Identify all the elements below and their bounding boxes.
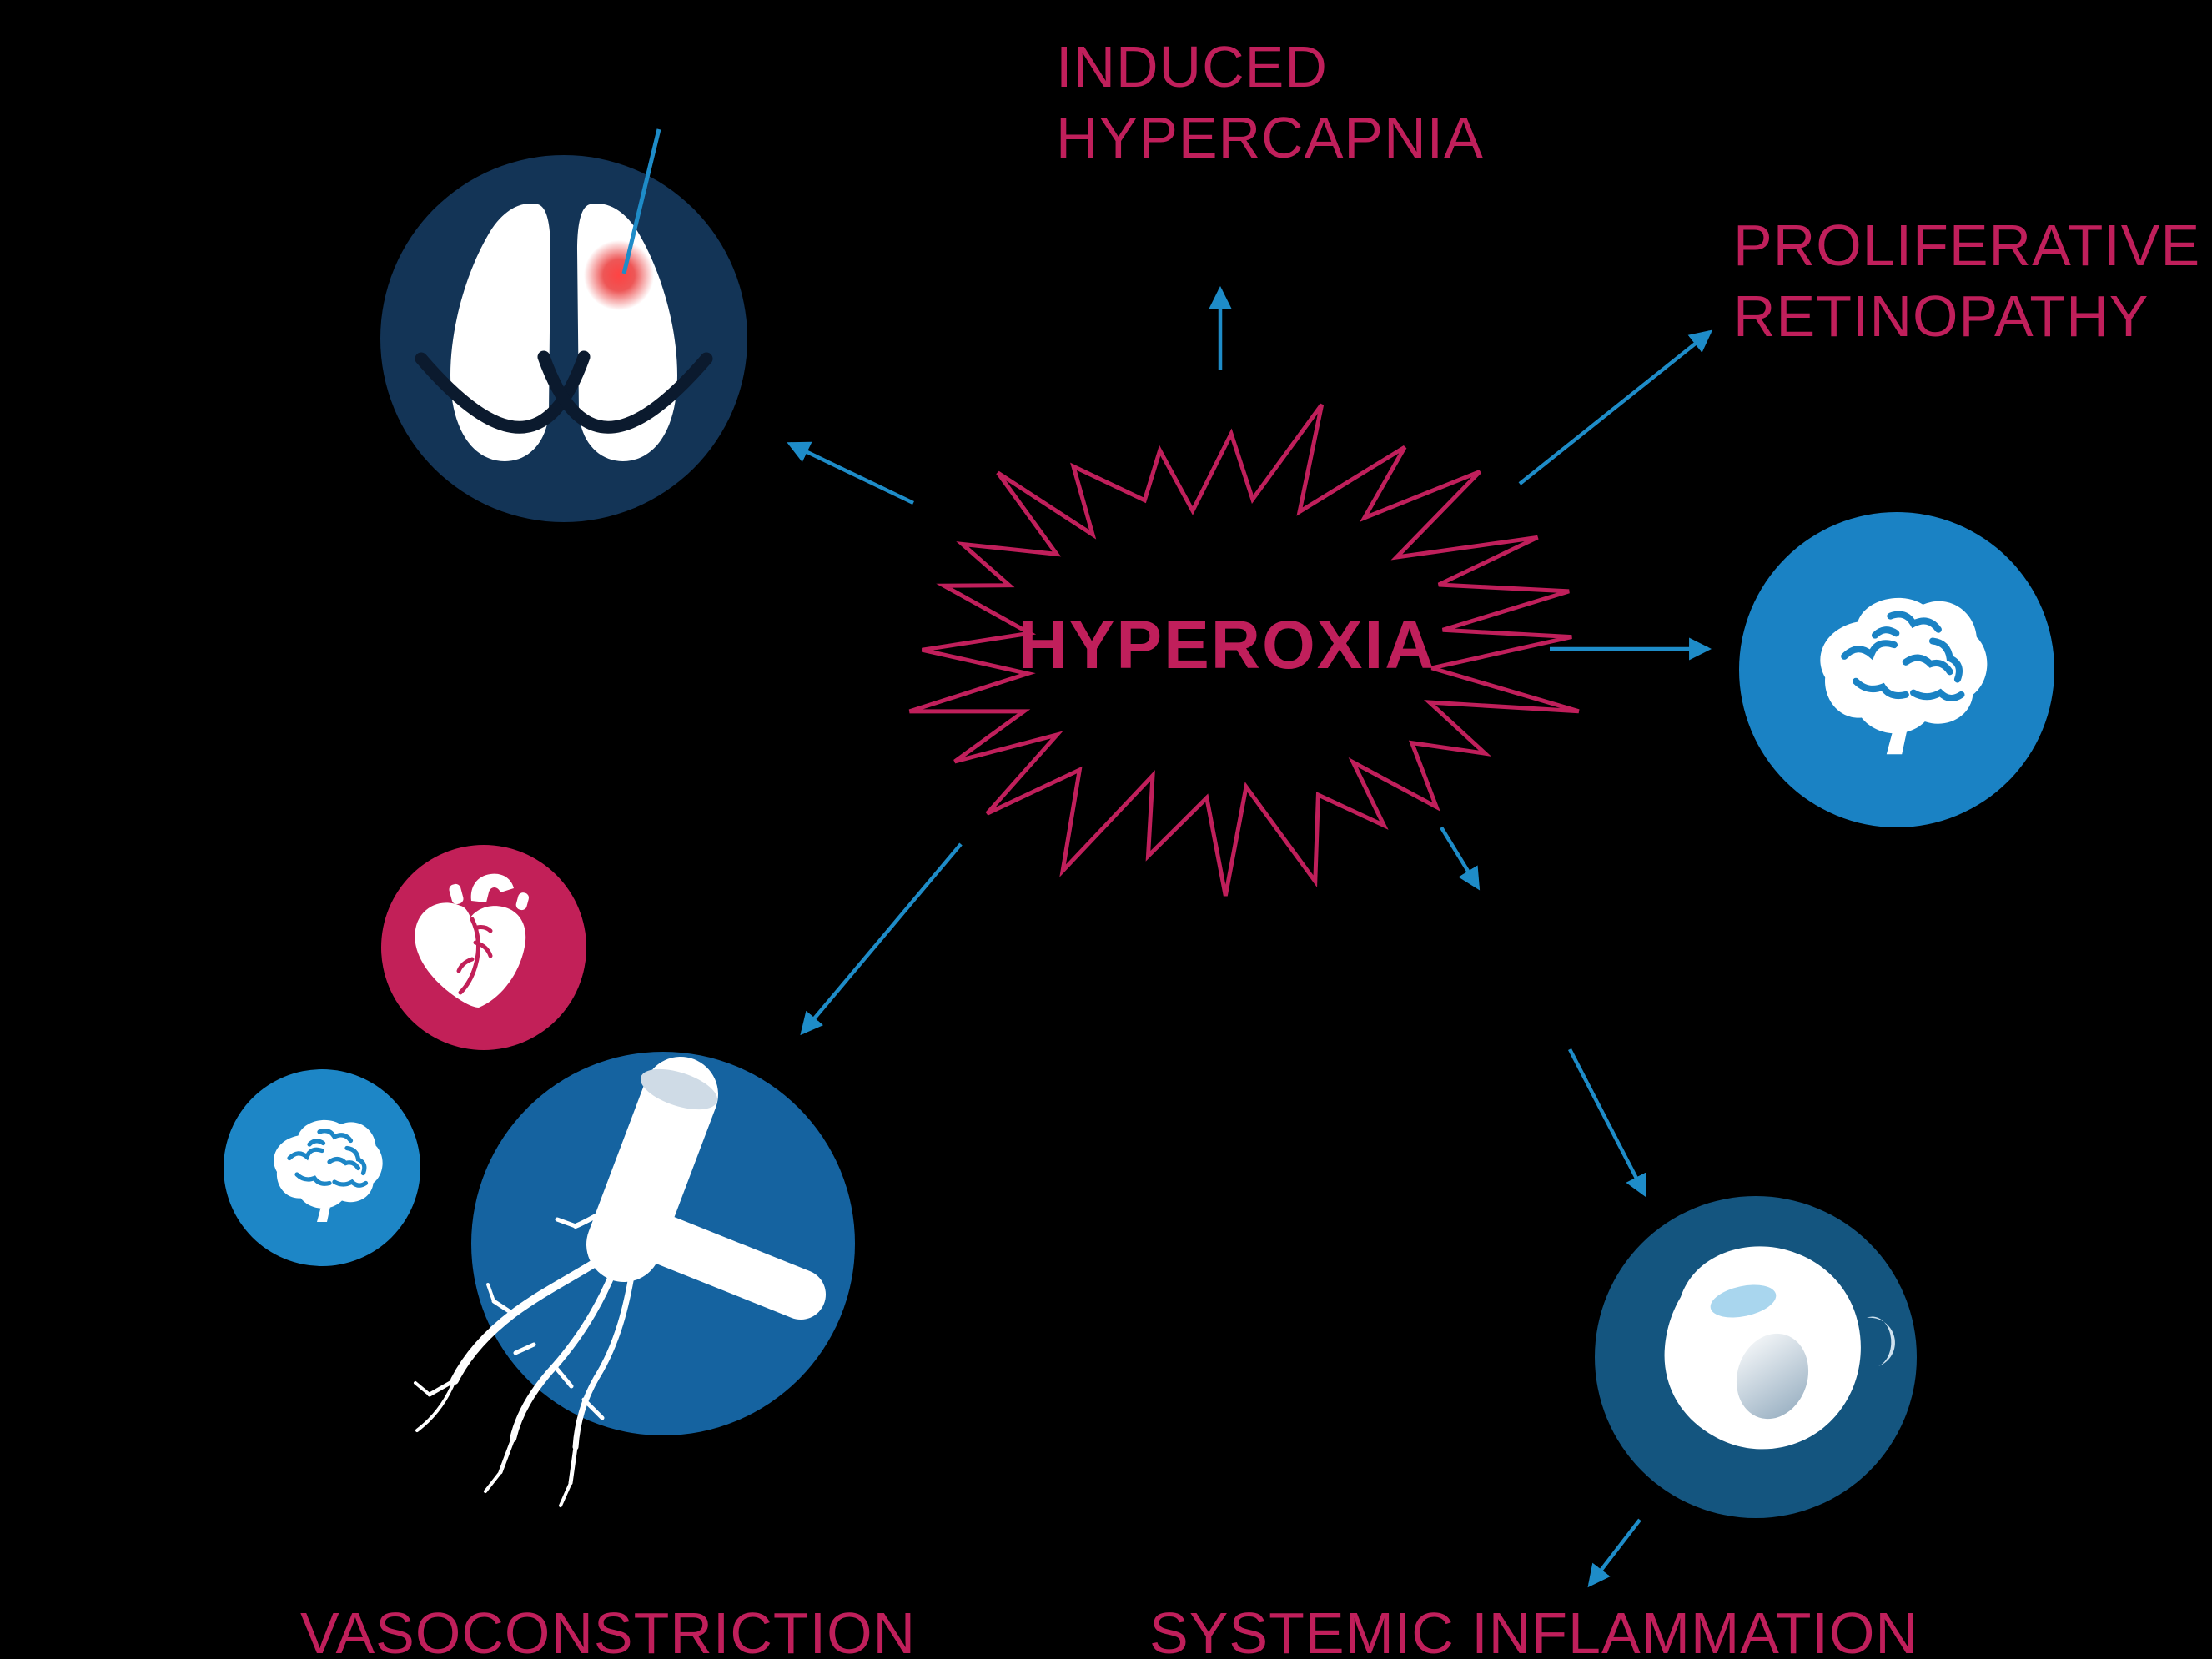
label-vasoconstriction: VASOCONSTRICTION <box>300 1601 917 1659</box>
lungs-icon <box>415 204 713 461</box>
blood-vessel-icon <box>414 1057 826 1507</box>
lungs-node-circle <box>380 155 747 522</box>
arrow-to-proliferative-retinopathy <box>1518 329 1713 485</box>
inflammation-cell-icon <box>1664 1246 1895 1450</box>
heart-node <box>381 845 586 1050</box>
arrows <box>787 285 1713 1588</box>
brain-node <box>1739 512 2054 827</box>
lesion-pointer-line <box>621 128 661 274</box>
inflammation-node <box>1595 1196 1917 1518</box>
arrow-to-systemic-inflammation <box>1587 1518 1641 1588</box>
hyperoxia-starburst <box>908 403 1580 897</box>
arrow-to-lungs <box>787 441 914 505</box>
lesion-spot <box>584 240 654 310</box>
brain-node-small <box>224 1069 420 1266</box>
lungs-node <box>380 128 747 522</box>
label-proliferative-retinopathy: PROLIFERATIVE RETINOPATHY <box>1733 213 2201 349</box>
arrow-down-right-short <box>1440 826 1481 891</box>
label-induced-hypercapnia: INDUCED HYPERCAPNIA <box>1056 34 1484 171</box>
arrow-to-vessels <box>800 842 963 1036</box>
hyperoxia-title: HYPEROXIA <box>1018 607 1436 684</box>
heart-icon <box>415 873 530 1008</box>
vessel-node <box>414 1052 855 1507</box>
label-systemic-inflammation: SYSTEMIC INFLAMMATION <box>1149 1601 1918 1659</box>
arrow-to-inflammation-cell <box>1568 1048 1646 1198</box>
